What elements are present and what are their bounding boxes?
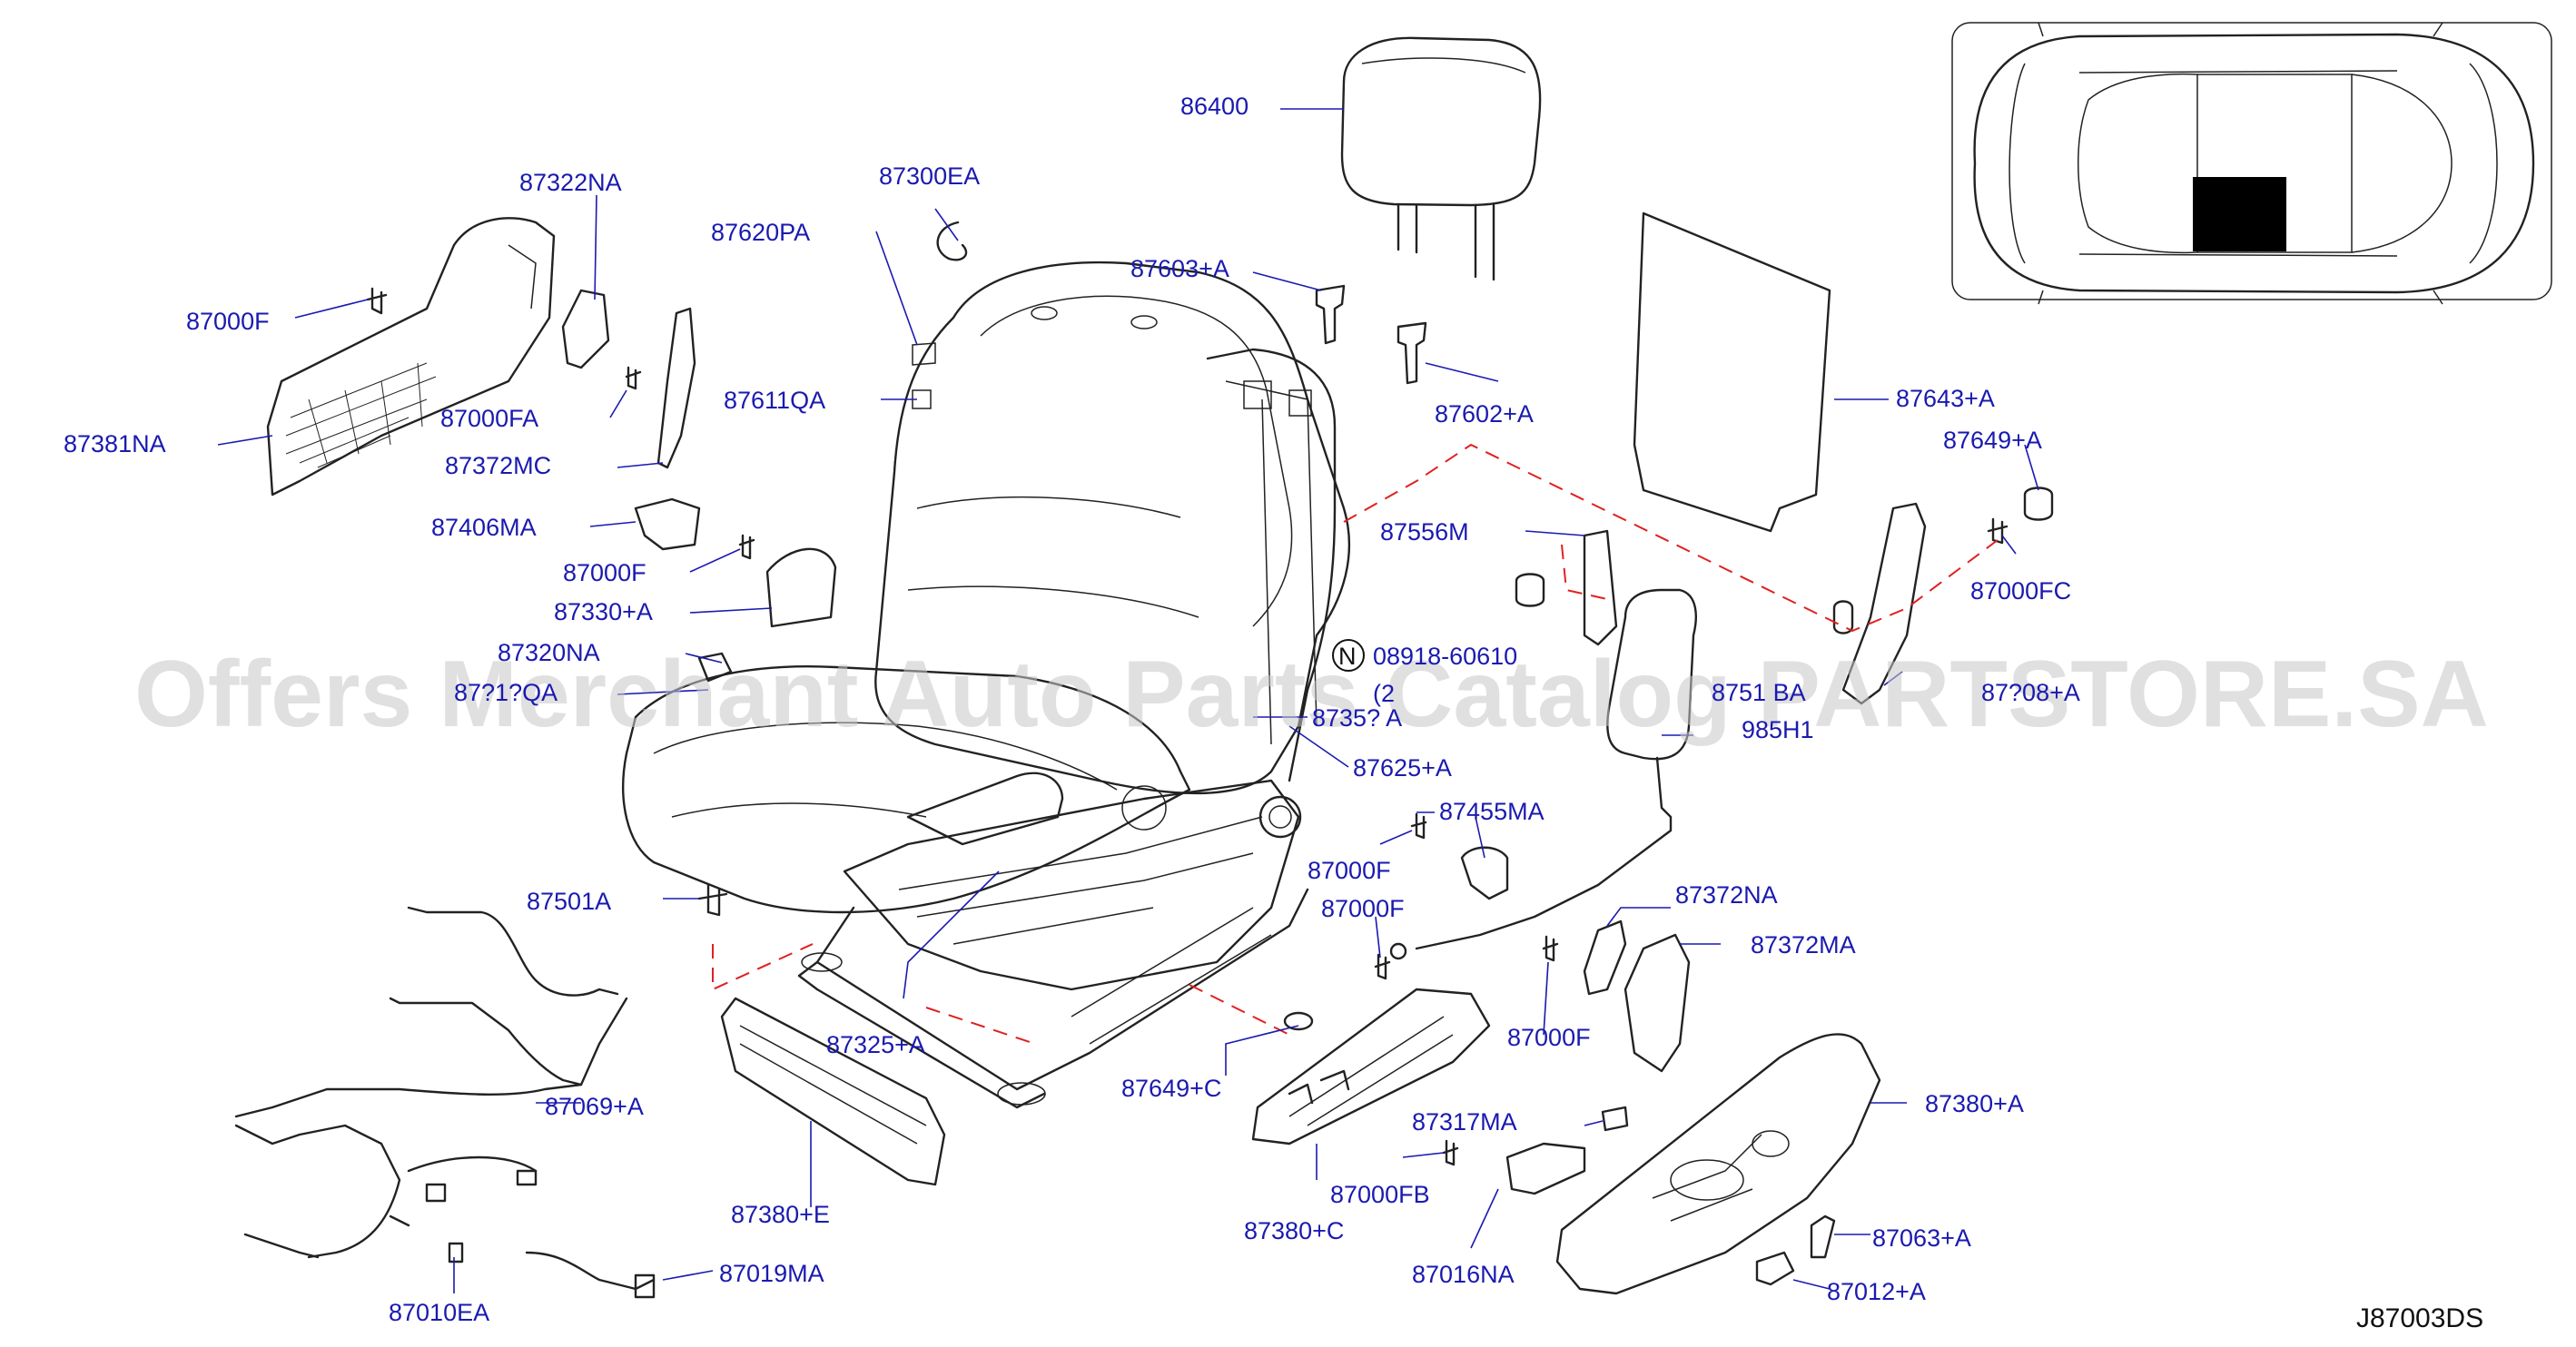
side-airbag-985H1 — [1389, 588, 1697, 960]
bolt-87501A — [697, 883, 728, 917]
back-trim-87381NA — [266, 217, 556, 497]
left-small-parts — [366, 287, 837, 683]
callout-87000FA: 87000FA — [440, 405, 538, 432]
callout-87501A: 87501A — [527, 888, 611, 915]
callout-87608A: 87?08+A — [1981, 679, 2080, 706]
callout-labels: 86400 87300EA 87322NA 87620PA 87603+A 87… — [64, 93, 2080, 1326]
callout-87019MA: 87019MA — [719, 1260, 824, 1287]
seat-location-marker — [2193, 177, 2286, 251]
clip-87320NA — [697, 652, 733, 683]
callout-87625A: 87625+A — [1353, 754, 1452, 782]
knobs — [1755, 1214, 1836, 1286]
callout-87000FB: 87000FB — [1330, 1181, 1430, 1208]
callout-87372MC: 87372MC — [445, 452, 551, 479]
leader-lines — [217, 108, 2039, 1293]
callout-87351A: 8735? A — [1312, 704, 1402, 732]
switch-hardware — [1442, 1106, 1629, 1195]
svg-text:08918-60610: 08918-60610 — [1373, 643, 1517, 670]
ring-87300EA — [936, 221, 968, 261]
callout-87000FC: 87000FC — [1970, 577, 2071, 605]
mid-right-hardware — [1374, 812, 1691, 1073]
callout-87603A: 87603+A — [1130, 255, 1229, 282]
side-shield-87380A — [1555, 1033, 1881, 1295]
watermark: Offers Merchant Auto Parts Catalog PARTS… — [134, 642, 2489, 747]
callout-87000F-b: 87000F — [563, 559, 646, 586]
callout-87322NA: 87322NA — [519, 169, 622, 196]
bracket-87372NA — [1583, 919, 1627, 996]
callout-87380C: 87380+C — [1244, 1217, 1344, 1244]
bracket-87372MC — [656, 307, 696, 469]
rail-cover-87380C — [1251, 988, 1491, 1145]
callout-qty: (2 — [1373, 680, 1395, 707]
callout-08918: N 08918-60610 — [1332, 639, 1517, 672]
seat-assembly — [622, 261, 1350, 1109]
back-panel-87643A — [1633, 211, 1831, 533]
tag-87620PA — [912, 342, 936, 409]
bracket-87556M — [1515, 529, 1618, 646]
callout-87455MA: 87455MA — [1439, 798, 1545, 825]
callout-87300EA: 87300EA — [879, 162, 980, 190]
callout-87063A: 87063+A — [1872, 1224, 1971, 1252]
callout-87406MA: 87406MA — [431, 514, 537, 541]
callout-87000F-e: 87000F — [1507, 1024, 1591, 1051]
callout-87556M: 87556M — [1380, 518, 1469, 546]
callout-87330A: 87330+A — [554, 598, 653, 625]
bracket-87372MA — [1624, 933, 1691, 1073]
bolt-87000FA — [625, 366, 642, 390]
callout-87643A: 87643+A — [1896, 385, 1995, 412]
callout-86400: 86400 — [1180, 93, 1249, 120]
headrest-86400 — [1340, 36, 1542, 281]
callout-8751BA: 8751 BA — [1712, 679, 1806, 706]
assembly-guide-lines — [712, 443, 1999, 1045]
callout-87010EA: 87010EA — [389, 1299, 489, 1326]
bolt-87000F-a — [366, 287, 388, 315]
rail-cover-87380E — [720, 997, 946, 1186]
headrest-guides — [1315, 284, 1427, 385]
callout-87325A: 87325+A — [826, 1031, 925, 1058]
callout-87380E: 87380+E — [731, 1201, 830, 1228]
callout-87000F-a: 87000F — [186, 308, 270, 335]
callout-87610QA: 87?1?QA — [454, 679, 558, 706]
connector-87010EA — [448, 1242, 464, 1263]
trim-87608A — [1841, 502, 1927, 705]
circled-n-symbol: N — [1338, 643, 1357, 670]
callout-87602A: 87602+A — [1435, 400, 1534, 428]
callout-87320NA: 87320NA — [498, 639, 600, 666]
clip-87406MA — [634, 497, 701, 551]
diagram-code: J87003DS — [2356, 1303, 2483, 1333]
callout-87372MA: 87372MA — [1751, 931, 1856, 959]
callout-87000F-c: 87000F — [1308, 857, 1391, 884]
callout-87012A: 87012+A — [1827, 1278, 1926, 1305]
callout-87069A: 87069+A — [545, 1093, 644, 1120]
callout-87317MA: 87317MA — [1412, 1108, 1517, 1136]
bolt-87000F-b — [738, 534, 755, 560]
callout-87381NA: 87381NA — [64, 430, 166, 457]
callout-87620PA: 87620PA — [711, 219, 810, 246]
callout-87380A: 87380+A — [1925, 1090, 2024, 1117]
callout-87649A: 87649+A — [1943, 427, 2042, 454]
callout-87611QA: 87611QA — [724, 387, 825, 414]
callout-87649C: 87649+C — [1121, 1075, 1221, 1102]
callout-985H1: 985H1 — [1742, 716, 1814, 743]
cover-87330A — [765, 547, 837, 628]
callout-87372NA: 87372NA — [1675, 881, 1778, 909]
callout-87016NA: 87016NA — [1412, 1261, 1515, 1288]
washer-87649C — [1283, 1011, 1314, 1031]
right-top-hardware — [1832, 487, 2054, 705]
wire-harness-87069A — [234, 906, 656, 1299]
bracket-87322NA — [561, 289, 610, 369]
callout-87000F-d: 87000F — [1321, 895, 1405, 922]
vehicle-locator — [1951, 22, 2552, 305]
